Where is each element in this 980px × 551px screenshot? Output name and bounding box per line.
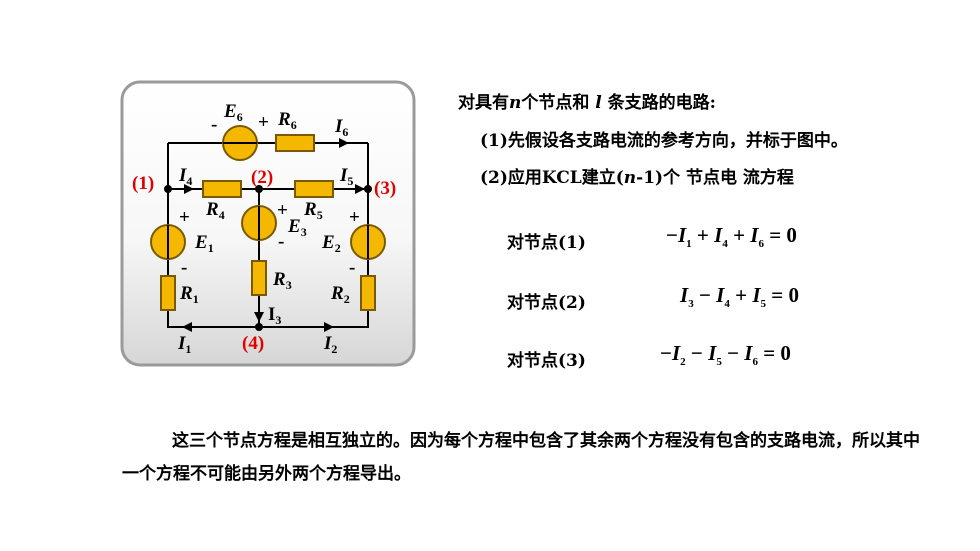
- equation-node-3: −I2 − I5 − I6 = 0: [660, 341, 791, 369]
- intro-text: 对具有n个节点和 l 条支路的电路:: [458, 93, 716, 113]
- label-r1: R1: [179, 283, 199, 306]
- polarity-e2-minus: -: [349, 257, 355, 278]
- resistor-r4: [202, 180, 242, 198]
- label-e2: E2: [321, 232, 341, 255]
- resistor-r3: [251, 260, 267, 296]
- label-i2: I2: [323, 333, 337, 356]
- polarity-e1-plus: +: [179, 207, 190, 228]
- node-3-label: 对节点(3): [507, 351, 586, 371]
- polarity-e2-plus: +: [349, 207, 360, 228]
- label-e6: E6: [223, 101, 243, 124]
- junction-3: [364, 185, 372, 193]
- current-arrows: [175, 138, 365, 332]
- polarity-e1-minus: -: [181, 257, 187, 278]
- junction-4: [255, 323, 263, 331]
- label-r6: R6: [277, 109, 297, 132]
- resistor-r1: [160, 275, 176, 311]
- conclusion-text: 这三个节点方程是相互独立的。因为每个方程中包含了其余两个方程没有包含的支路电流，…: [122, 431, 920, 484]
- label-i3: I3: [268, 304, 281, 327]
- node-label-3: (3): [374, 178, 396, 199]
- label-e3: E3: [287, 216, 307, 239]
- polarity-e6-minus: -: [211, 114, 217, 135]
- label-r4: R4: [205, 199, 225, 222]
- label-r5: R5: [303, 199, 323, 222]
- node-1-label: 对节点(1): [507, 233, 586, 253]
- junction-1: [164, 185, 172, 193]
- polarity-e6-plus: +: [258, 112, 269, 133]
- label-i6: I6: [334, 116, 348, 139]
- step-1-text: (1)先假设各支路电流的参考方向，并标于图中。: [480, 131, 848, 151]
- resistor-r6: [275, 134, 315, 152]
- label-r2: R2: [330, 283, 350, 306]
- label-i5: I5: [339, 165, 353, 188]
- label-r3: R3: [272, 269, 292, 292]
- label-e1: E1: [194, 232, 214, 255]
- equation-node-2: I3 − I4 + I5 = 0: [680, 283, 799, 311]
- resistor-r2: [360, 275, 376, 311]
- polarity-e3-minus: -: [278, 231, 284, 252]
- node-2-label: 对节点(2): [507, 293, 586, 313]
- node-label-1: (1): [132, 173, 154, 194]
- node-label-2: (2): [251, 167, 273, 188]
- circuit-diagram: (1) (2) (3) (4) - + + - + - + - E6 R6 I6…: [120, 80, 416, 367]
- resistor-r5: [294, 180, 334, 198]
- equation-node-1: −I1 + I4 + I6 = 0: [666, 223, 797, 251]
- node-label-4: (4): [242, 333, 264, 354]
- polarity-e3-plus: +: [277, 200, 288, 221]
- step-2-text: (2)应用KCL建立(n-1)个 节点电 流方程: [480, 168, 794, 188]
- label-i1: I1: [177, 333, 191, 356]
- junction-2: [255, 185, 263, 193]
- label-i4: I4: [178, 165, 192, 188]
